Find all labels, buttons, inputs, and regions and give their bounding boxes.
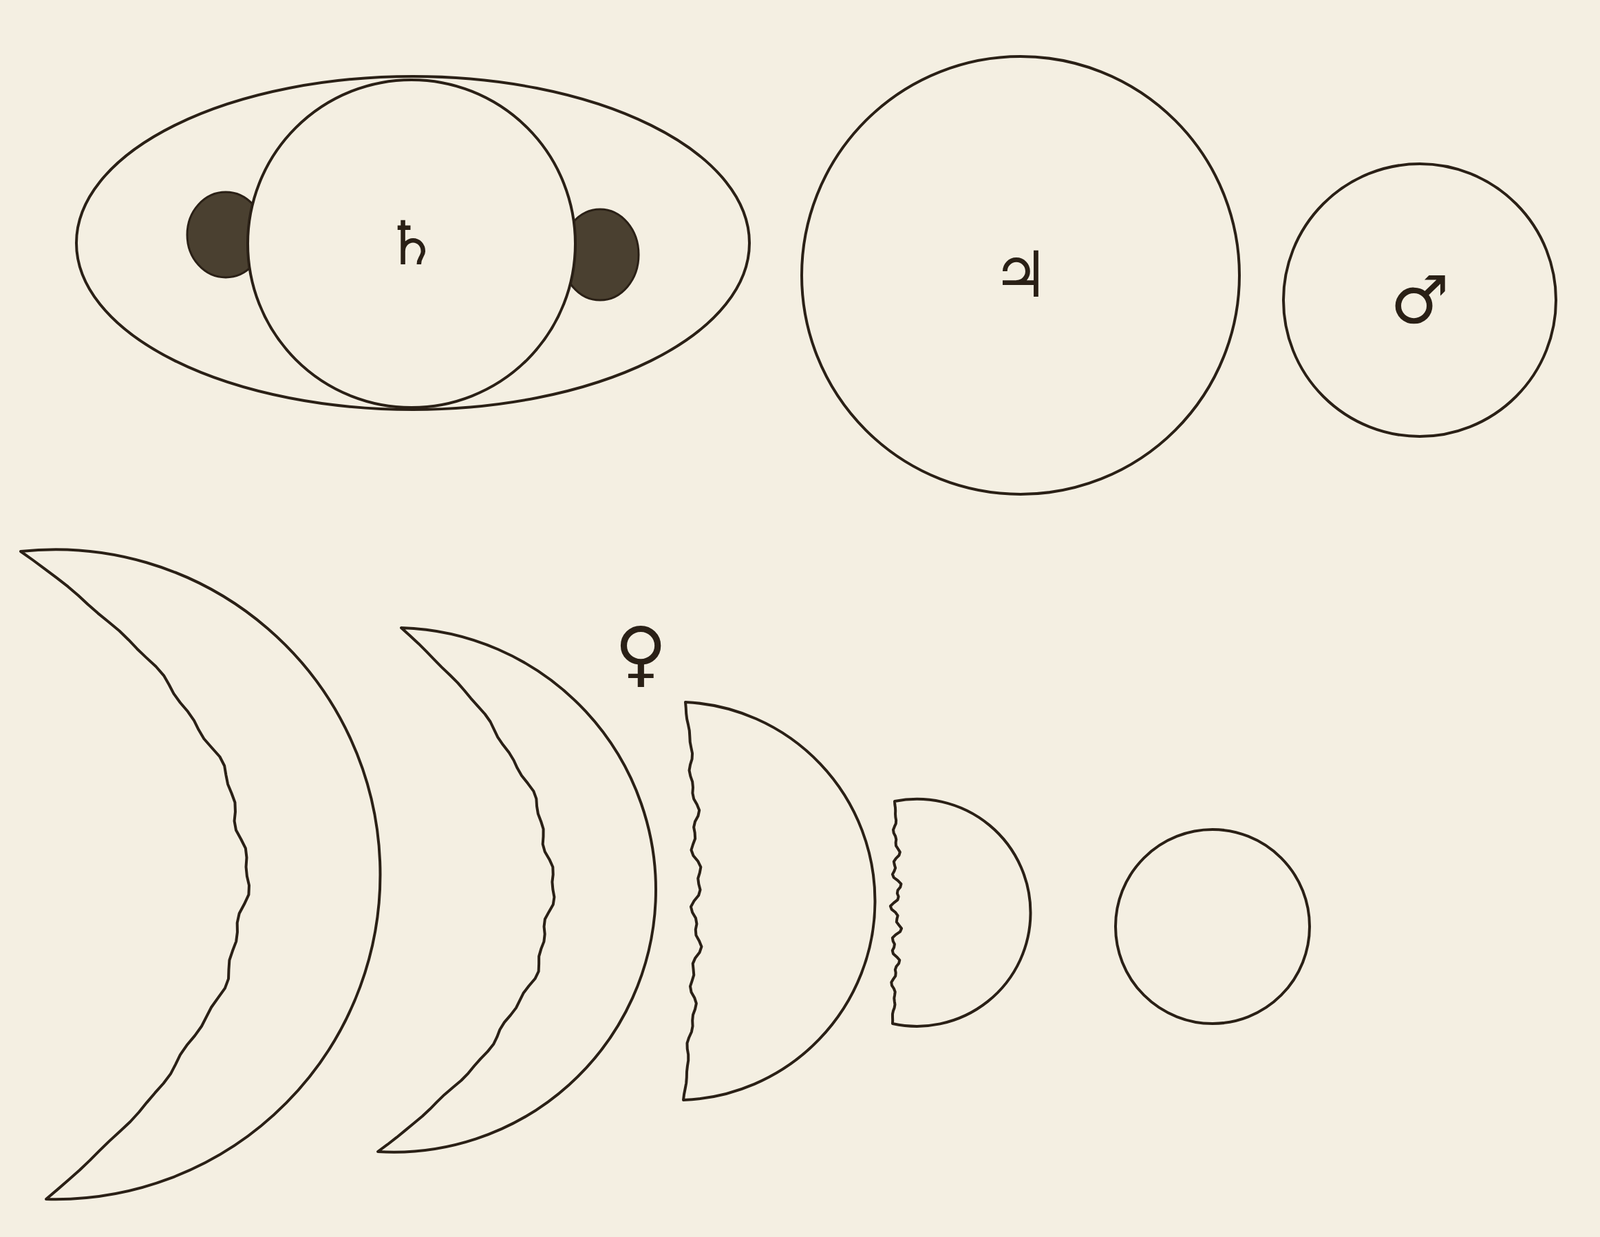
saturn-disk: ♄ [247, 79, 576, 408]
venus-phase [683, 701, 875, 1100]
planet-symbol: ♄ [384, 213, 440, 274]
venus-phases [20, 549, 1310, 1199]
venus-phase [890, 798, 1031, 1027]
node-content: ♃ [801, 56, 1240, 495]
venus-symbol: ♀ [614, 617, 667, 689]
jupiter-disk: ♃ [801, 56, 1240, 495]
venus-phase [377, 627, 656, 1152]
saturn-ring [76, 76, 750, 410]
venus-full-disk [1115, 829, 1310, 1024]
disk-circle [247, 79, 576, 408]
disk-circle [1283, 163, 1556, 437]
mars-disk: ♂ [1283, 163, 1556, 437]
planet-symbol: ♂ [1390, 267, 1450, 334]
disk-circle [801, 56, 1240, 495]
venus-phase [20, 549, 380, 1199]
node-content: ♄ [247, 79, 576, 408]
planet-symbol: ♃ [992, 243, 1049, 307]
node-content: ♂ [1283, 163, 1556, 437]
